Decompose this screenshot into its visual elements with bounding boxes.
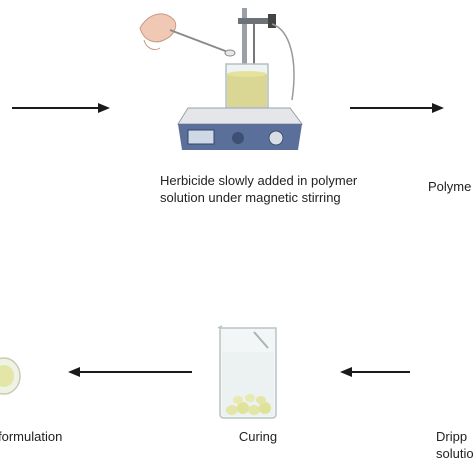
petri-dish-partial-icon — [0, 357, 21, 395]
step-caption-formulation-partial: formulation — [0, 428, 62, 445]
caption-line-1: Dripp — [436, 429, 468, 444]
step-caption-polymer-partial: Polyme — [428, 178, 471, 195]
magnetic-stirrer-illustration — [139, 8, 303, 150]
caption-line-1: formulation — [0, 429, 63, 444]
stand-rod — [242, 8, 247, 118]
caption-line-1: Polyme — [428, 179, 472, 194]
process-arrow-1 — [12, 103, 110, 113]
step-caption-herbicide-addition: Herbicide slowly added in polymer soluti… — [160, 172, 380, 206]
hand-icon — [139, 13, 177, 51]
hotplate-icon — [177, 107, 303, 150]
polymer-beads — [226, 394, 271, 415]
step-caption-curing: Curing — [228, 428, 288, 445]
caption-line-2: solutio — [436, 446, 474, 461]
curing-beaker-icon — [217, 325, 277, 419]
beaker-icon — [225, 63, 269, 109]
caption-line-1: Curing — [238, 429, 278, 444]
step-caption-dripping-partial: Dripp solutio — [436, 428, 474, 462]
spatula-icon — [169, 29, 229, 53]
caption-line-2: solution under magnetic stirring — [160, 190, 341, 205]
process-arrow-4 — [340, 367, 410, 377]
process-arrow-2 — [350, 103, 444, 113]
caption-line-1: Herbicide slowly added in polymer — [160, 173, 358, 188]
process-arrow-3 — [68, 367, 192, 377]
